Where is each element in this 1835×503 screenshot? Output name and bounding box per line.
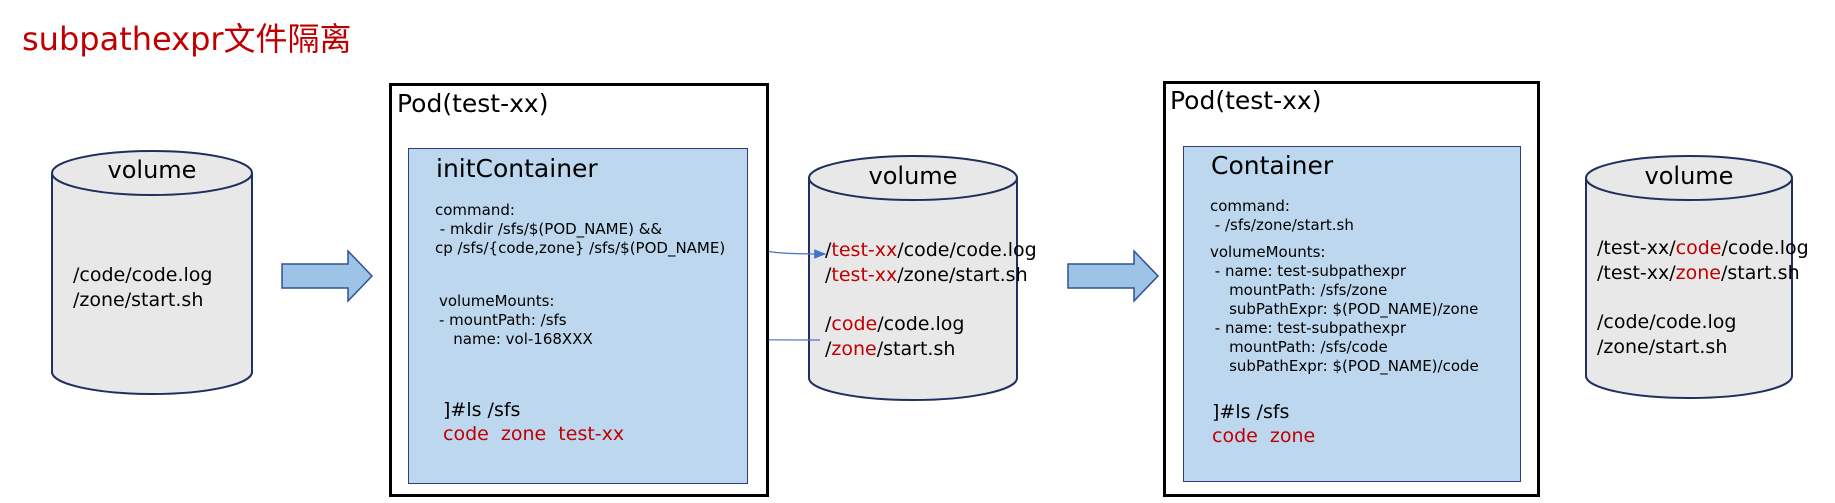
- ls-command-1: ]#ls /sfs: [443, 399, 521, 421]
- command-block-1: command: - mkdir /sfs/$(POD_NAME) && cp …: [435, 201, 726, 257]
- volume-label-left: volume: [107, 156, 197, 184]
- pod-label-2: Pod(test-xx): [1170, 86, 1322, 115]
- volume-label-right: volume: [1644, 162, 1734, 190]
- file-path: /zone/start.sh: [825, 338, 956, 360]
- file-path: /code/code.log: [73, 264, 213, 286]
- volume-mounts-block-1: volumeMounts: - mountPath: /sfs name: vo…: [439, 292, 593, 348]
- flow-arrow-1: [281, 249, 374, 303]
- volume-content-right: /test-xx/code/code.log /test-xx/zone/sta…: [1597, 236, 1809, 360]
- flow-arrow-2: [1067, 249, 1160, 303]
- file-path: /test-xx/zone/start.sh: [1597, 262, 1800, 284]
- container-box: [1183, 146, 1521, 482]
- pod-label-1: Pod(test-xx): [397, 89, 549, 118]
- file-path: /zone/start.sh: [1597, 336, 1728, 358]
- command-block-2: command: - /sfs/zone/start.sh: [1210, 197, 1354, 234]
- container-name-1: initContainer: [436, 154, 598, 183]
- volume-mounts-block-2: volumeMounts: - name: test-subpathexpr m…: [1210, 243, 1479, 375]
- volume-content-middle: /test-xx/code/code.log /test-xx/zone/sta…: [825, 238, 1037, 362]
- container-name-2: Container: [1211, 151, 1334, 180]
- file-path: /test-xx/zone/start.sh: [825, 264, 1028, 286]
- volume-cylinder-left: [51, 150, 253, 395]
- file-path: /code/code.log: [825, 313, 965, 335]
- ls-output-1: code zone test-xx: [443, 423, 625, 445]
- diagram-title: subpathexpr文件隔离: [22, 20, 352, 58]
- file-path: /test-xx/code/code.log: [825, 239, 1037, 261]
- file-path: /test-xx/code/code.log: [1597, 237, 1809, 259]
- file-path: /zone/start.sh: [73, 289, 204, 311]
- ls-command-2: ]#ls /sfs: [1212, 401, 1290, 423]
- volume-content-left: /code/code.log /zone/start.sh: [73, 263, 212, 313]
- init-container-box: [408, 148, 748, 484]
- volume-cylinder-right: [1585, 155, 1793, 399]
- file-path: /code/code.log: [1597, 311, 1737, 333]
- ls-output-2: code zone: [1212, 425, 1316, 447]
- volume-label-middle: volume: [868, 162, 958, 190]
- volume-cylinder-middle: [808, 155, 1018, 401]
